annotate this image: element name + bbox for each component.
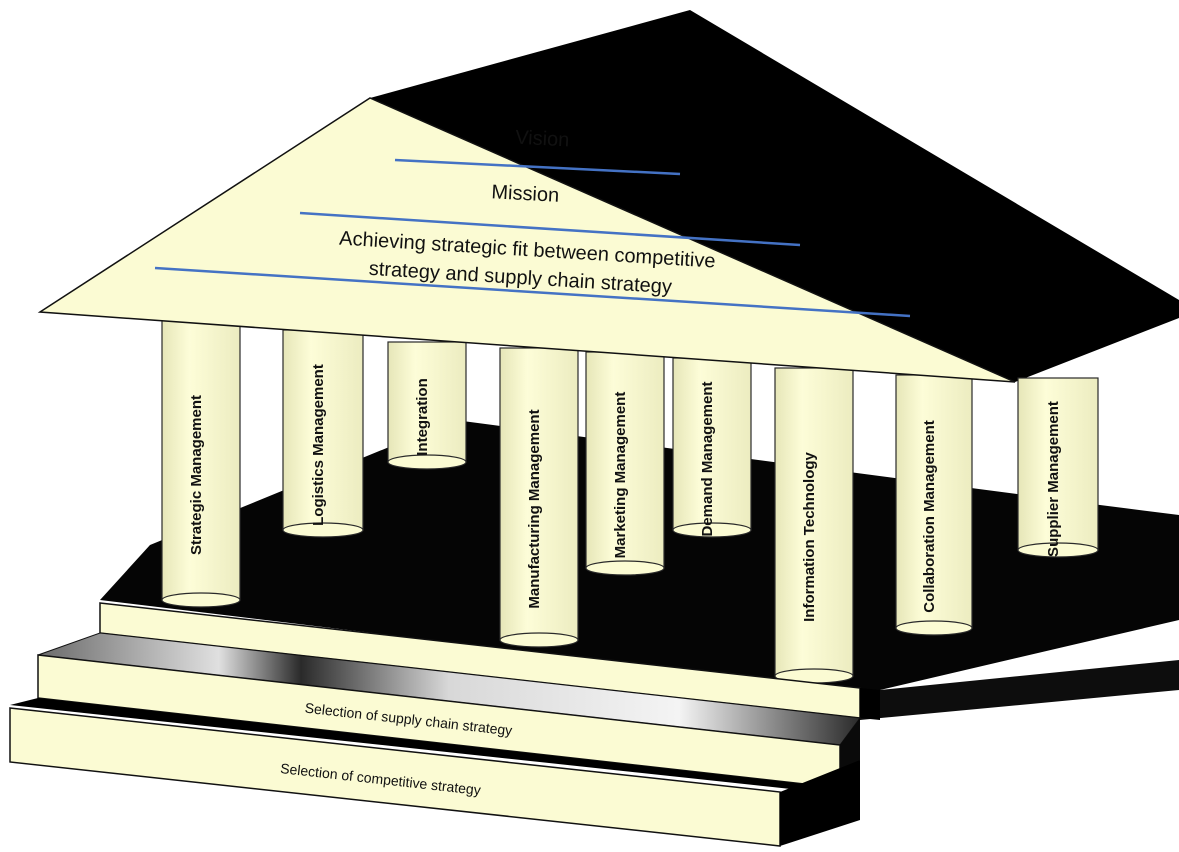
pillar-label: Demand Management <box>699 381 716 536</box>
pillar-base <box>387 454 467 470</box>
pillar-base <box>672 522 752 538</box>
pillar: Logistics Management <box>282 329 364 538</box>
pillar-label: Marketing Management <box>612 392 629 559</box>
roof-divider-2 <box>299 211 801 247</box>
pillar-label: Collaboration Management <box>921 420 938 613</box>
pillar-label: Manufacturing Management <box>526 409 543 608</box>
pillar: Information Technology <box>774 367 854 684</box>
roof-mission-label: Mission <box>491 181 560 207</box>
roof-back-slope <box>370 10 1179 382</box>
pillar: Collaboration Management <box>895 374 973 636</box>
pillar-shaft <box>161 319 241 601</box>
pillar-shaft <box>1017 377 1099 551</box>
pillar-base <box>1017 542 1099 558</box>
pillar-label: Supplier Management <box>1045 401 1062 557</box>
roof-front-triangle <box>37 97 1016 383</box>
pillar-shaft <box>499 347 579 641</box>
bottom-step-top-band <box>10 698 840 790</box>
pillar-base <box>895 620 973 636</box>
pillar: Demand Management <box>672 357 752 538</box>
pillar-shaft <box>282 329 364 531</box>
pillar: Marketing Management <box>585 351 665 576</box>
pillar-shaft <box>672 357 752 531</box>
pillar-label: Strategic Management <box>188 395 205 555</box>
base-platform-right-side <box>860 515 1179 720</box>
pillar-group: Integration Demand Management Logistics Ma… <box>161 319 1099 684</box>
roof-divider-1 <box>394 158 681 176</box>
pillar-base <box>282 522 364 538</box>
pillar-base <box>499 632 579 648</box>
upper-step-right-side <box>860 688 880 720</box>
pillar-label: Logistics Management <box>310 364 327 526</box>
pillar: Supplier Management <box>1017 377 1099 558</box>
pillar-base <box>161 592 241 608</box>
pillar-shaft <box>774 367 854 677</box>
pillar: Strategic Management <box>161 319 241 608</box>
pillar-shaft <box>387 341 467 463</box>
bottom-step-right-side <box>780 760 860 846</box>
pillar-shaft <box>585 351 665 569</box>
roof-vision-label: Vision <box>515 127 570 152</box>
pillar: Integration <box>387 341 467 470</box>
pillar-label: Integration <box>414 378 431 456</box>
pillar-base <box>585 560 665 576</box>
pillar-label: Information Technology <box>801 451 818 621</box>
roof-divider-3 <box>154 266 911 318</box>
pillar: Manufacturing Management <box>499 347 579 648</box>
